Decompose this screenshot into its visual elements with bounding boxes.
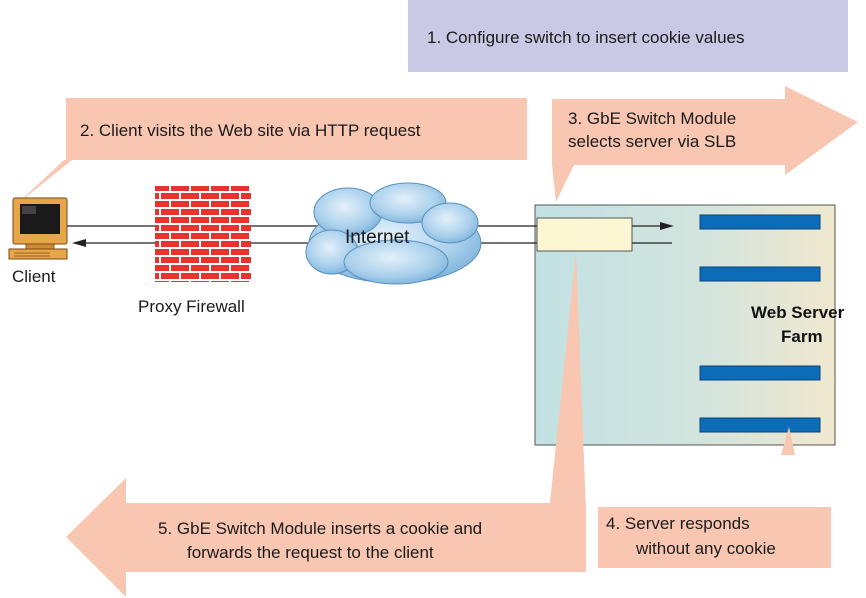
server-bar bbox=[699, 214, 821, 230]
firewall-label: Proxy Firewall bbox=[138, 297, 245, 316]
server-farm-label-line2: Farm bbox=[781, 327, 823, 346]
server-bar bbox=[699, 266, 821, 282]
step3-label-line2: selects server via SLB bbox=[568, 132, 737, 151]
step5-pointer bbox=[549, 252, 586, 512]
step4-label-line2: without any cookie bbox=[636, 539, 776, 558]
server-bar bbox=[699, 417, 821, 433]
step3-label-line1: 3. GbE Switch Module bbox=[568, 109, 737, 128]
server-bar bbox=[699, 365, 821, 381]
step1-label: 1. Configure switch to insert cookie val… bbox=[427, 28, 745, 47]
step1-box bbox=[408, 0, 848, 72]
server-farm-label-line1: Web Server bbox=[751, 303, 845, 322]
cloud-icon bbox=[305, 182, 482, 285]
step2-callout bbox=[16, 98, 527, 205]
step4-label-line1: 4. Server responds bbox=[606, 514, 750, 533]
firewall-icon bbox=[155, 186, 251, 282]
step2-label: 2. Client visits the Web site via HTTP r… bbox=[80, 121, 421, 140]
switch-arrowhead bbox=[660, 222, 674, 230]
response-arrowhead bbox=[72, 239, 86, 247]
switch-box bbox=[536, 217, 633, 252]
step4-box bbox=[598, 507, 831, 568]
client-label: Client bbox=[12, 267, 56, 286]
step5-label-line2: forwards the request to the client bbox=[187, 543, 434, 562]
computer-icon bbox=[8, 197, 68, 260]
step5-callout-arrow bbox=[66, 478, 586, 597]
step5-label-line1: 5. GbE Switch Module inserts a cookie an… bbox=[158, 519, 483, 538]
step4-pointer bbox=[781, 427, 795, 455]
step3-callout-arrow bbox=[552, 86, 858, 202]
internet-label: Internet bbox=[345, 227, 410, 248]
